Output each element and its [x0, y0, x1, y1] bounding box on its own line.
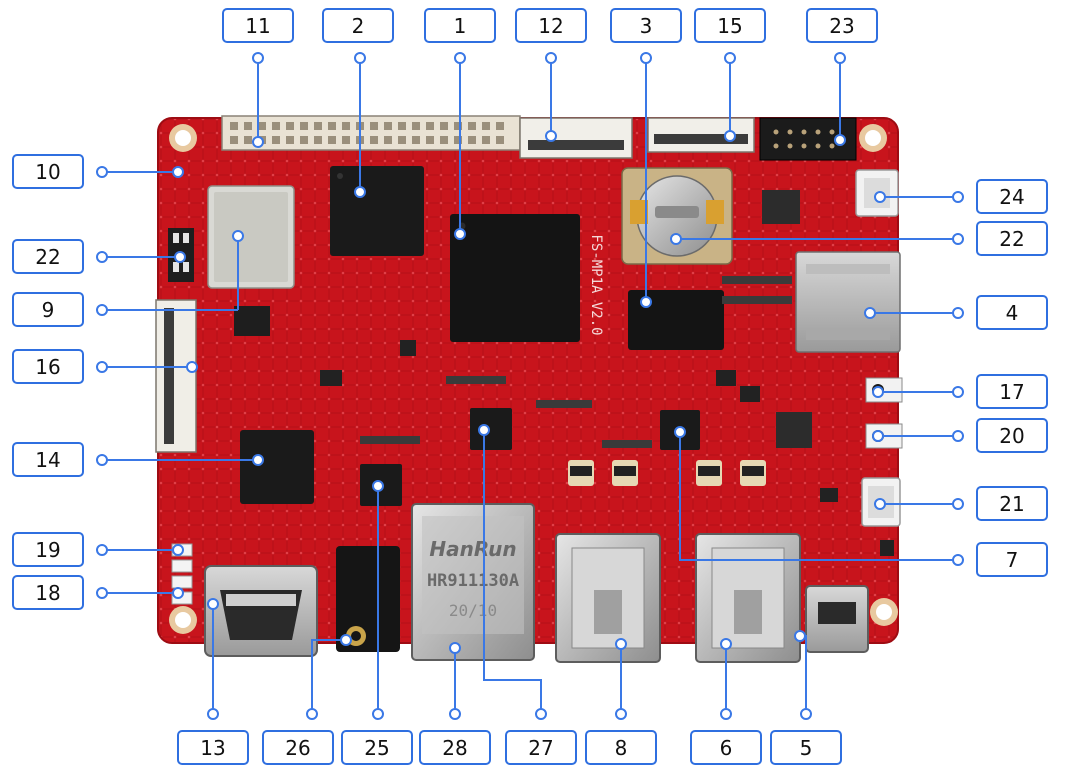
callout-label: 26	[262, 730, 334, 765]
gpio-header	[221, 115, 521, 151]
callout-label: 15	[694, 8, 766, 43]
mini-usb-port	[805, 585, 869, 653]
inductor	[234, 190, 812, 448]
callout-label: 13	[177, 730, 249, 765]
mounting-hole	[169, 606, 197, 634]
callout-label: 4	[976, 295, 1048, 330]
nand-flash-chip	[330, 166, 424, 256]
soc-chip	[450, 214, 580, 342]
callout-label: 19	[12, 532, 84, 567]
usb-a-port	[555, 533, 661, 663]
ethernet-rj45-port	[411, 503, 535, 661]
callout-label: 22	[976, 221, 1048, 256]
callout-label: 9	[12, 292, 84, 327]
callout-label: 5	[770, 730, 842, 765]
leader-lines	[102, 58, 958, 714]
lcd-fpc-connector-left	[155, 299, 197, 453]
wifi-module	[207, 185, 295, 289]
sd-card-slot	[795, 251, 901, 353]
lcd-fpc-connector	[647, 117, 755, 153]
ethernet-part-label: HR911130A	[427, 571, 519, 591]
callout-label: 22	[12, 239, 84, 274]
ethernet-sub-label: 20/10	[449, 601, 497, 620]
ethernet-brand-label: HanRun	[429, 537, 516, 561]
callout-label: 16	[12, 349, 84, 384]
mounting-hole	[870, 598, 898, 626]
hdmi-port	[204, 565, 318, 657]
leader-dots	[96, 52, 964, 720]
callout-label: 8	[585, 730, 657, 765]
ddr-memory-chip	[628, 290, 724, 350]
callout-label: 1	[424, 8, 496, 43]
callout-label: 25	[341, 730, 413, 765]
callout-label: 20	[976, 418, 1048, 453]
resistor-arrays	[360, 276, 792, 448]
callout-label: 17	[976, 374, 1048, 409]
callout-label: 3	[610, 8, 682, 43]
callout-label: 14	[12, 442, 84, 477]
callout-label: 12	[515, 8, 587, 43]
callout-label: 18	[12, 575, 84, 610]
board-silkscreen: FS-MP1A V2.0	[588, 234, 604, 335]
ethernet-phy-chip	[240, 430, 314, 504]
callout-label: 10	[12, 154, 84, 189]
callout-label: 11	[222, 8, 294, 43]
callout-label: 2	[322, 8, 394, 43]
callout-label: 21	[976, 486, 1048, 521]
callout-label: 27	[505, 730, 577, 765]
camera-fpc-connector	[519, 117, 633, 159]
user-button	[865, 377, 903, 403]
pmic-chip	[470, 408, 512, 450]
callout-label: 23	[806, 8, 878, 43]
rtc-battery-holder	[621, 167, 733, 265]
callout-label: 24	[976, 179, 1048, 214]
usb-a-port	[695, 533, 801, 663]
smd-components	[320, 340, 894, 556]
mounting-hole	[169, 124, 197, 152]
mounting-hole	[859, 124, 887, 152]
callout-label: 6	[690, 730, 762, 765]
callout-label: 7	[976, 542, 1048, 577]
callout-label: 28	[419, 730, 491, 765]
